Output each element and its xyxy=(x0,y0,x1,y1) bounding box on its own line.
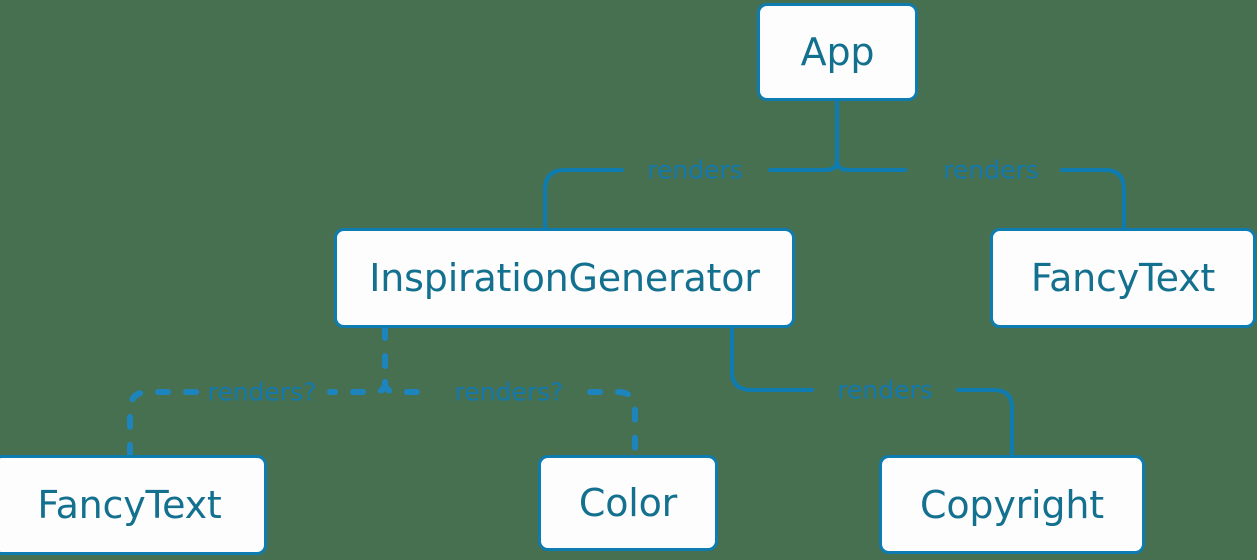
node-copyright-label: Copyright xyxy=(920,482,1104,527)
node-app-label: App xyxy=(800,30,875,74)
node-copyright[interactable]: Copyright xyxy=(879,455,1145,554)
edge-inspiration-to-fancytext-bottom xyxy=(127,389,199,458)
node-inspiration-generator-label: InspirationGenerator xyxy=(369,256,760,300)
edge-label-inspiration-to-color: renders? xyxy=(447,379,571,405)
edge-label-app-to-fancytext: renders xyxy=(936,157,1046,183)
node-fancytext-right-label: FancyText xyxy=(1030,256,1216,300)
node-color[interactable]: Color xyxy=(538,455,718,551)
node-app[interactable]: App xyxy=(757,3,918,101)
edge-inspiration-to-copyright xyxy=(730,326,814,392)
edge-inspiration-to-color xyxy=(587,389,638,458)
node-inspiration-generator[interactable]: InspirationGenerator xyxy=(334,228,795,328)
edge-label-app-to-inspiration: renders xyxy=(640,157,750,183)
node-fancytext-right[interactable]: FancyText xyxy=(990,228,1256,328)
edge-app-fork-right xyxy=(835,158,907,172)
edge-inspiration-dashed-fork-left xyxy=(327,379,388,395)
node-fancytext-bottom-label: FancyText xyxy=(37,483,222,527)
edge-inspiration-dashed-fork-right xyxy=(382,379,433,395)
edge-label-inspiration-to-copyright: renders xyxy=(830,377,940,403)
edge-label-inspiration-to-fancytext: renders? xyxy=(200,379,324,405)
node-fancytext-bottom[interactable]: FancyText xyxy=(0,455,267,555)
edge-app-fork-left xyxy=(768,158,839,172)
node-color-label: Color xyxy=(578,481,678,525)
edge-app-to-fancytext xyxy=(1060,168,1126,230)
edge-app-to-inspiration xyxy=(543,168,624,230)
edge-inspiration-to-copyright-tail xyxy=(956,388,1014,457)
